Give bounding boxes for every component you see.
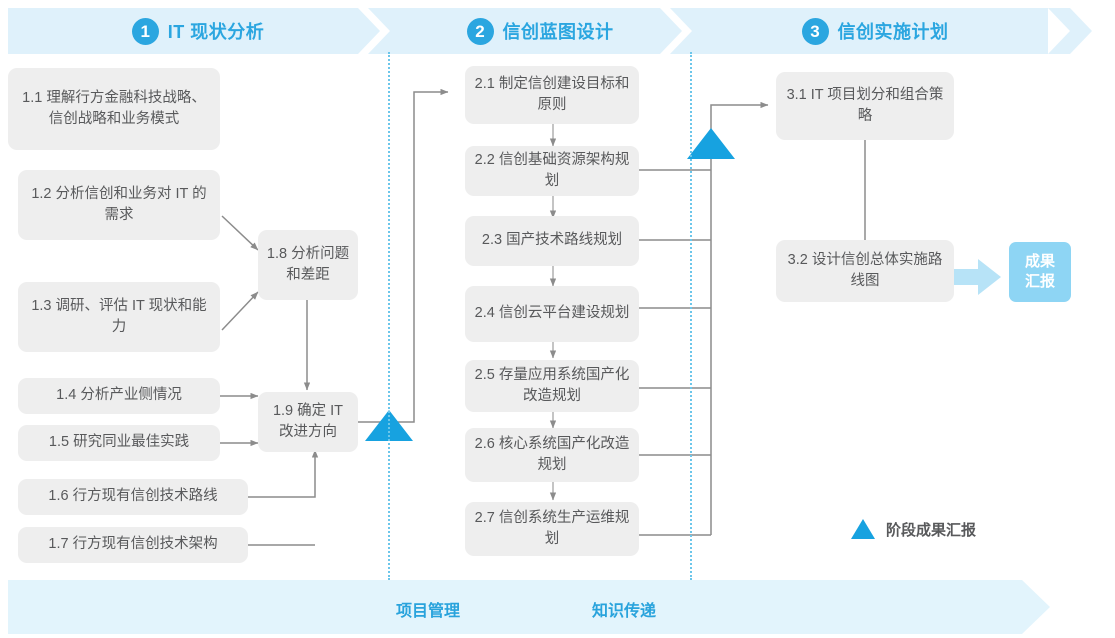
task-box-1-6[interactable]: 1.6 行方现有信创技术路线 [18, 479, 248, 515]
phase-title-1: IT 现状分析 [167, 22, 265, 42]
phase-title-3: 信创实施计划 [837, 22, 949, 42]
phase-number-2: 2 [466, 17, 494, 45]
phase-number-1: 1 [131, 17, 159, 45]
task-box-2-6[interactable]: 2.6 核心系统国产化改造规划 [465, 428, 639, 482]
phase-title-2: 信创蓝图设计 [502, 22, 614, 42]
task-box-2-4[interactable]: 2.4 信创云平台建设规划 [465, 286, 639, 342]
task-box-1-8[interactable]: 1.8 分析问题和差距 [258, 230, 358, 300]
result-badge[interactable]: 成果 汇报 [1009, 242, 1071, 302]
phase-header-1[interactable]: 1 IT 现状分析 [8, 8, 400, 54]
phase-header-2[interactable]: 2 信创蓝图设计 [390, 8, 702, 54]
task-box-2-2[interactable]: 2.2 信创基础资源架构规划 [465, 146, 639, 196]
phase-header-3[interactable]: 3 信创实施计划 [692, 8, 1070, 54]
task-box-1-5[interactable]: 1.5 研究同业最佳实践 [18, 425, 220, 461]
task-box-1-3[interactable]: 1.3 调研、评估 IT 现状和能力 [18, 282, 220, 352]
divider-line-2 [690, 52, 692, 580]
divider-line-1 [388, 52, 390, 580]
bottom-label-knowledge-transfer[interactable]: 知识传递 [592, 603, 657, 620]
task-box-2-5[interactable]: 2.5 存量应用系统国产化改造规划 [465, 360, 639, 412]
task-box-2-1[interactable]: 2.1 制定信创建设目标和原则 [465, 66, 639, 124]
milestone-triangle-2 [687, 128, 735, 159]
phase-number-3: 3 [801, 17, 829, 45]
task-box-1-7[interactable]: 1.7 行方现有信创技术架构 [18, 527, 248, 563]
task-box-1-2[interactable]: 1.2 分析信创和业务对 IT 的需求 [18, 170, 220, 240]
task-box-1-1[interactable]: 1.1 理解行方金融科技战略、信创战略和业务模式 [8, 68, 220, 150]
task-box-1-4[interactable]: 1.4 分析产业侧情况 [18, 378, 220, 414]
column2-to-column3 [637, 101, 869, 536]
column1-connectors [220, 88, 449, 546]
bottom-label-project-management[interactable]: 项目管理 [396, 603, 461, 620]
task-box-2-7[interactable]: 2.7 信创系统生产运维规划 [465, 502, 639, 556]
result-arrow [948, 259, 1001, 295]
task-box-1-9[interactable]: 1.9 确定 IT 改进方向 [258, 392, 358, 452]
milestone-triangle-icon [851, 519, 875, 539]
task-box-2-3[interactable]: 2.3 国产技术路线规划 [465, 216, 639, 266]
bottom-band-shape [8, 580, 1050, 634]
task-box-3-2[interactable]: 3.2 设计信创总体实施路线图 [776, 240, 954, 302]
legend: 阶段成果汇报 [850, 518, 976, 540]
task-box-3-1[interactable]: 3.1 IT 项目划分和组合策略 [776, 72, 954, 140]
legend-label: 阶段成果汇报 [886, 521, 977, 539]
